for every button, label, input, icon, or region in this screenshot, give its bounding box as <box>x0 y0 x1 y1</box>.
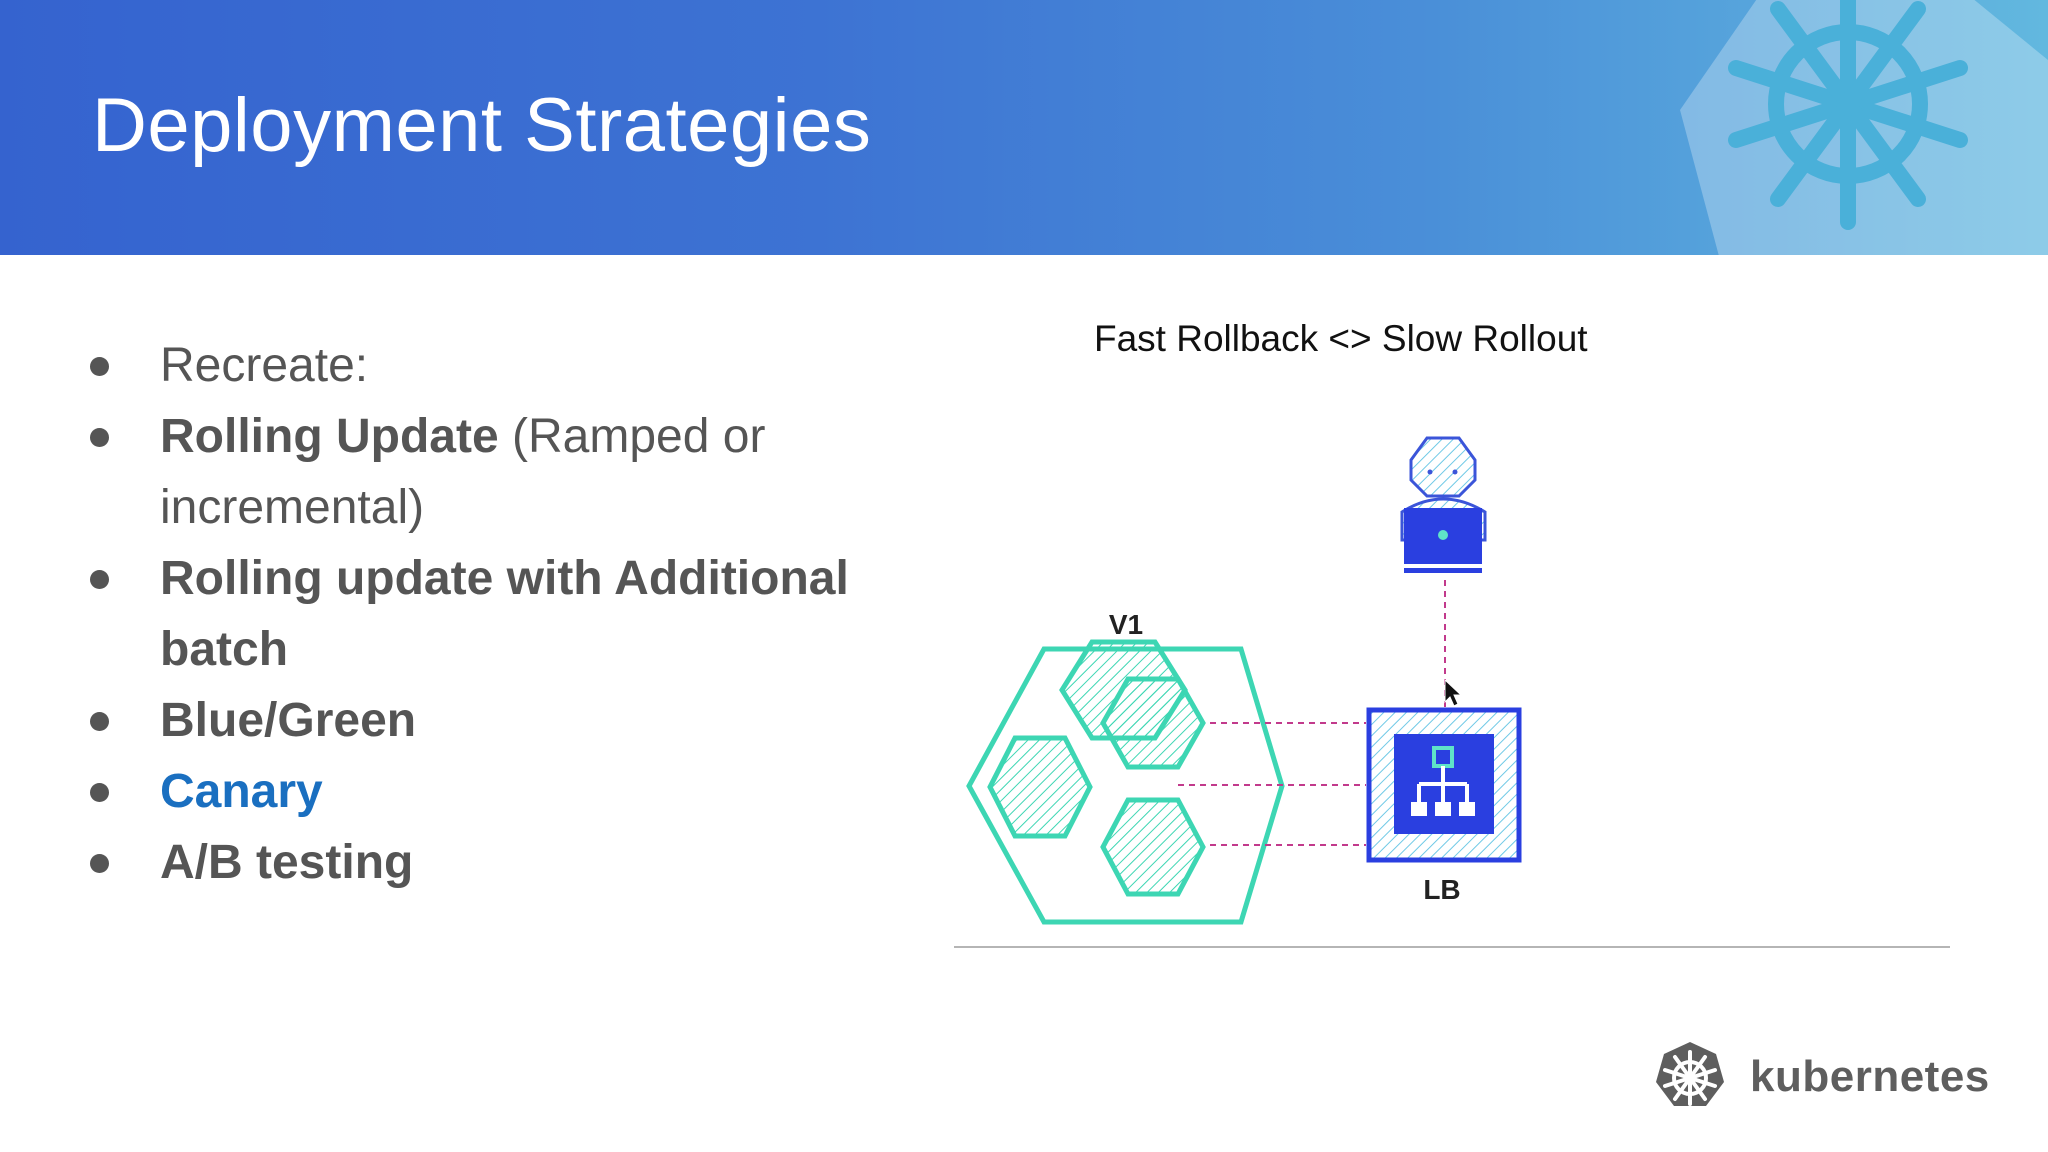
kubernetes-wordmark: kubernetes <box>1750 1052 1990 1101</box>
v1-label: V1 <box>1109 609 1143 640</box>
pod-hexagon <box>1100 797 1206 897</box>
user-laptop-icon <box>1400 436 1487 573</box>
kubernetes-logo <box>1656 1042 1724 1106</box>
bullet-recreate: Recreate: <box>80 330 920 401</box>
bullet-bold-text: A/B testing <box>160 836 414 889</box>
bullet-ab-testing: A/B testing <box>80 827 920 898</box>
bullet-dot <box>90 712 109 731</box>
bullet-text: (Ramped or incremental) <box>160 410 766 534</box>
bullet-bold-text: Rolling update with Additional batch <box>160 552 849 676</box>
pod-hexagon <box>1100 676 1206 770</box>
bullet-dot <box>90 357 109 376</box>
bullet-dot <box>90 570 109 589</box>
slide-header: Deployment Strategies <box>0 0 2048 255</box>
bullet-canary: Canary <box>80 756 920 827</box>
bullet-rolling-update-additional-batch: Rolling update with Additional batch <box>80 543 920 685</box>
v1-group-hexagon <box>966 646 1285 925</box>
mouse-cursor-icon <box>1444 678 1463 707</box>
bullet-dot <box>90 854 109 873</box>
bullet-blue-green: Blue/Green <box>80 685 920 756</box>
diagram-caption: Fast Rollback <> Slow Rollout <box>1094 318 1588 359</box>
bullet-dot <box>90 783 109 802</box>
diagram-baseline <box>954 946 1950 948</box>
bullet-dot <box>90 428 109 447</box>
load-balancer-icon <box>1366 707 1522 863</box>
canary-diagram: V1 LB <box>966 436 1522 925</box>
bullet-bold-text: Blue/Green <box>160 694 417 747</box>
pod-hexagon <box>987 735 1093 839</box>
bullet-bold-text: Canary <box>160 765 323 818</box>
bullet-list: Recreate: Rolling Update (Ramped or incr… <box>80 330 920 898</box>
bullet-text: Recreate: <box>160 339 369 392</box>
kubernetes-helm-icon <box>1680 0 2048 255</box>
lb-label: LB <box>1423 874 1460 905</box>
bullet-bold-text: Rolling Update <box>160 410 499 463</box>
bullet-rolling-update: Rolling Update (Ramped or incremental) <box>80 401 920 543</box>
slide-title: Deployment Strategies <box>92 83 872 168</box>
